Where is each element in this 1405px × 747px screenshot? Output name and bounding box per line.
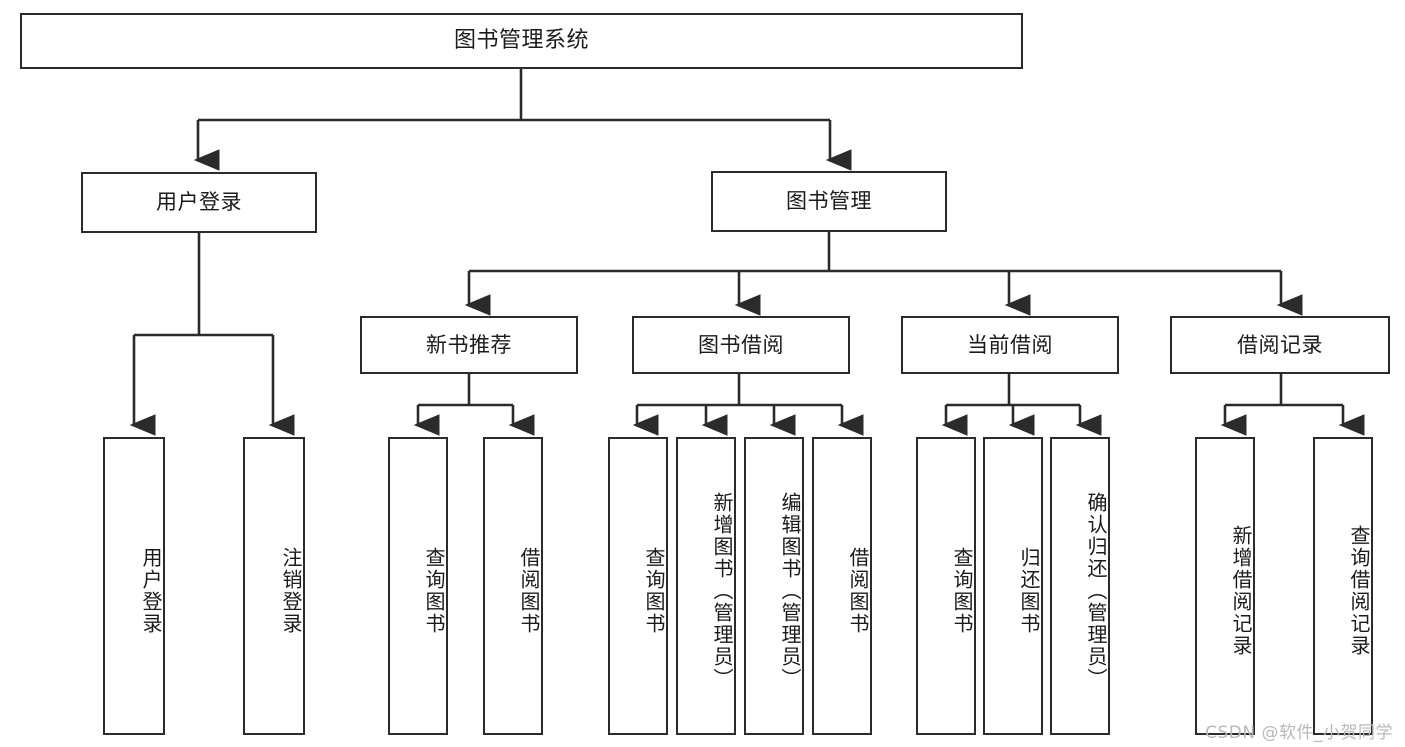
- leaf-label: 查询图书: [422, 547, 446, 635]
- leaf-label: 新增借阅记录: [1229, 525, 1253, 657]
- node-borrow-record[interactable]: 借阅记录: [1170, 316, 1390, 374]
- node-leaf-book-borrow-query[interactable]: 查询图书: [608, 437, 668, 735]
- leaf-label: 确认归还（管理员）: [1084, 492, 1108, 690]
- leaf-label: 用户登录: [139, 547, 163, 635]
- leaf-label: 归还图书: [1017, 547, 1041, 635]
- node-new-book-recommend[interactable]: 新书推荐: [360, 316, 578, 374]
- node-leaf-new-book-query[interactable]: 查询图书: [388, 437, 448, 735]
- leaf-label: 注销登录: [279, 547, 303, 635]
- leaf-label: 借阅图书: [517, 547, 541, 635]
- node-leaf-new-book-borrow[interactable]: 借阅图书: [483, 437, 543, 735]
- node-leaf-book-borrow-borrow[interactable]: 借阅图书: [812, 437, 872, 735]
- node-leaf-borrow-record-add[interactable]: 新增借阅记录: [1195, 437, 1255, 735]
- leaf-label: 新增图书（管理员）: [710, 492, 734, 690]
- node-leaf-current-borrow-return[interactable]: 归还图书: [983, 437, 1043, 735]
- leaf-label: 查询借阅记录: [1347, 525, 1371, 657]
- leaf-label: 借阅图书: [846, 547, 870, 635]
- node-leaf-current-borrow-confirm[interactable]: 确认归还（管理员）: [1050, 437, 1110, 735]
- leaf-label: 查询图书: [950, 547, 974, 635]
- node-leaf-book-borrow-edit[interactable]: 编辑图书（管理员）: [744, 437, 804, 735]
- node-leaf-user-login-logout[interactable]: 注销登录: [243, 437, 305, 735]
- node-root-system[interactable]: 图书管理系统: [20, 13, 1023, 69]
- node-book-borrow[interactable]: 图书借阅: [632, 316, 850, 374]
- node-leaf-current-borrow-query[interactable]: 查询图书: [916, 437, 976, 735]
- node-leaf-borrow-record-query[interactable]: 查询借阅记录: [1313, 437, 1373, 735]
- node-book-management[interactable]: 图书管理: [711, 171, 947, 232]
- watermark-text: CSDN @软件_小贺同学: [1205, 723, 1393, 743]
- node-leaf-user-login-login[interactable]: 用户登录: [103, 437, 165, 735]
- node-leaf-book-borrow-add[interactable]: 新增图书（管理员）: [676, 437, 736, 735]
- leaf-label: 查询图书: [642, 547, 666, 635]
- node-user-login[interactable]: 用户登录: [81, 172, 317, 233]
- node-current-borrow[interactable]: 当前借阅: [901, 316, 1119, 374]
- leaf-label: 编辑图书（管理员）: [778, 492, 802, 690]
